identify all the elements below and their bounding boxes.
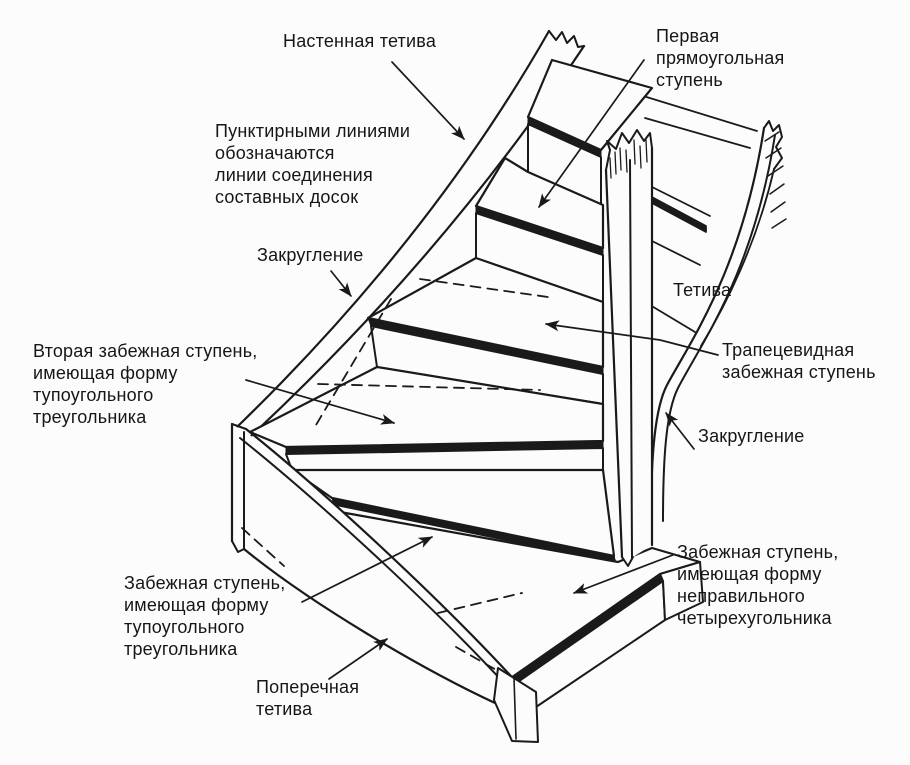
label-rounding-left: Закругление	[257, 245, 364, 265]
break-hatching	[765, 132, 786, 228]
leader-first-rect-step	[539, 60, 644, 207]
step-3-trapezoid-winder	[368, 258, 603, 404]
leader-rounding-left	[331, 271, 351, 296]
leader-wall-stringer	[392, 62, 464, 139]
step-1-rectangular	[528, 60, 652, 205]
label-rounding-right: Закругление	[698, 426, 805, 446]
leader-triangle-winder	[302, 537, 433, 602]
leader-second-winder	[246, 380, 395, 425]
dashed-joint-lines	[242, 279, 548, 671]
leader-trapezoid-step	[545, 320, 718, 355]
step-6-quadrilateral-winder	[340, 512, 703, 707]
leader-rounding-right	[666, 413, 694, 449]
steps-behind-post	[640, 95, 757, 332]
leader-arrows	[246, 60, 718, 679]
post-break-texture	[610, 140, 647, 178]
label-stringer: Тетива	[673, 280, 732, 300]
step-5-triangle-winder	[292, 470, 616, 563]
label-triangle-winder-step: Забежная ступень, имеющая форму тупоугол…	[124, 573, 286, 659]
right-stringer-drawing	[651, 121, 786, 521]
label-quad-winder-step: Забежная ступень, имеющая форму неправил…	[677, 542, 839, 628]
newel-post	[606, 130, 652, 566]
leader-transverse-stringer	[329, 639, 387, 679]
jagged-break-post	[606, 130, 652, 170]
leader-quad-winder	[573, 555, 673, 593]
step-6-side-face	[660, 562, 703, 620]
jagged-break-top	[549, 31, 584, 47]
stringer-end-cap	[494, 668, 538, 742]
label-first-rect-step: Первая прямоугольная ступень	[656, 26, 785, 90]
label-trapezoid-winder-step: Трапецевидная забежная ступень	[722, 340, 876, 382]
label-wall-stringer: Настенная тетива	[283, 31, 437, 51]
label-second-winder-step: Вторая забежная ступень, имеющая форму т…	[33, 341, 258, 427]
label-dashed-lines-note: Пунктирными линиями обозначаются линии с…	[215, 121, 411, 207]
jagged-break-right	[764, 121, 782, 169]
label-transverse-stringer: Поперечная тетива	[256, 677, 360, 719]
